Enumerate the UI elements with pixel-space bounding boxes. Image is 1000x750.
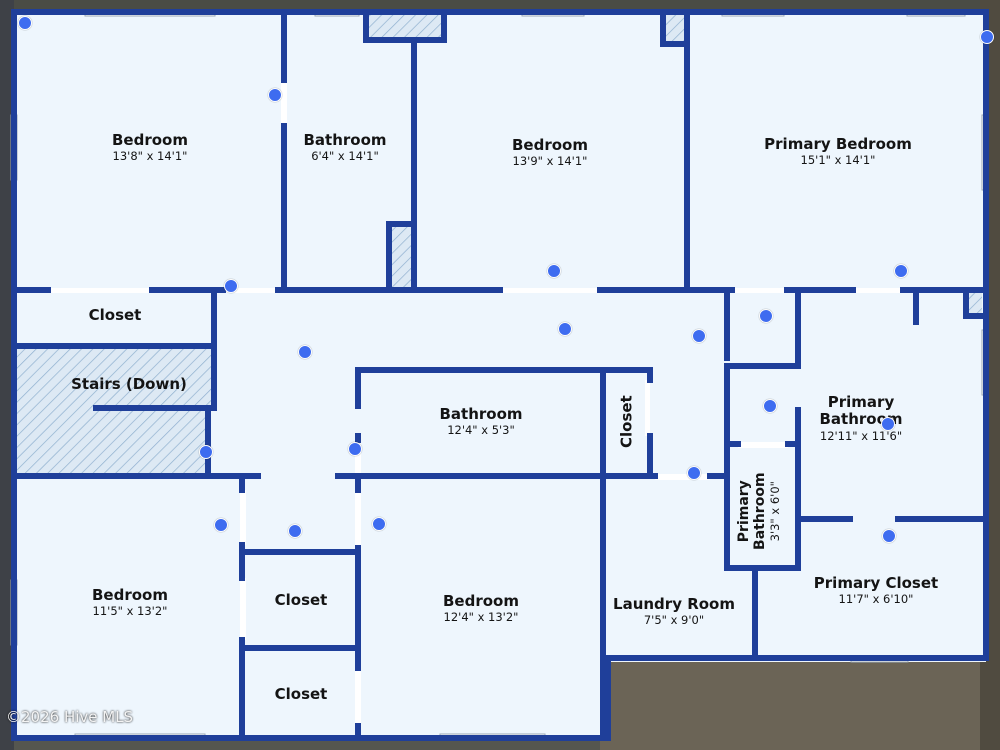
room-closet-south-1: Closet <box>256 591 346 609</box>
photo-marker[interactable] <box>348 442 362 456</box>
room-name: Bathroom <box>303 131 387 149</box>
room-dimensions: 12'4" x 13'2" <box>443 610 519 625</box>
photo-marker[interactable] <box>268 88 282 102</box>
room-name: Closet <box>274 591 328 609</box>
photo-marker[interactable] <box>298 345 312 359</box>
room-name: Closet <box>274 685 328 703</box>
room-dimensions: 11'7" x 6'10" <box>838 592 914 607</box>
shaft-hatch-2 <box>666 15 684 42</box>
room-name: Bathroom <box>439 405 523 423</box>
photo-marker[interactable] <box>980 30 994 44</box>
room-name: Bedroom <box>443 592 519 610</box>
room-name: Bedroom <box>512 136 588 154</box>
room-dimensions: 15'1" x 14'1" <box>800 153 876 168</box>
room-name: Primary Bathroom <box>735 472 768 550</box>
room-bathroom-center: Bathroom 12'4" x 5'3" <box>410 405 552 438</box>
photo-marker[interactable] <box>894 264 908 278</box>
room-primary-bathroom: Primary Bathroom 12'11" x 11'6" <box>806 393 916 443</box>
shaft-hatch-1 <box>369 15 442 38</box>
room-bedroom-nw: Bedroom 13'8" x 14'1" <box>70 131 230 164</box>
room-dimensions: 3'3" x 6'0" <box>767 481 782 542</box>
room-bedroom-north: Bedroom 13'9" x 14'1" <box>470 136 630 169</box>
room-closet-center: Closet <box>617 382 636 462</box>
room-stairs: Stairs (Down) <box>54 375 204 393</box>
room-closet-west: Closet <box>60 306 170 324</box>
hatched-areas <box>17 15 982 476</box>
room-bathroom-north: Bathroom 6'4" x 14'1" <box>295 131 395 164</box>
photo-marker[interactable] <box>288 524 302 538</box>
room-name: Primary Bedroom <box>764 135 912 153</box>
room-dimensions: 13'9" x 14'1" <box>512 154 588 169</box>
photo-marker[interactable] <box>224 279 238 293</box>
room-primary-bathroom-small: Primary Bathroom 3'3" x 6'0" <box>736 455 782 567</box>
room-name: Bedroom <box>112 131 188 149</box>
photo-marker[interactable] <box>763 399 777 413</box>
photo-marker[interactable] <box>199 445 213 459</box>
shaft-hatch-4 <box>968 293 982 313</box>
room-name: Closet <box>617 395 636 448</box>
room-bedroom-south: Bedroom 12'4" x 13'2" <box>411 592 551 625</box>
room-closet-south-2: Closet <box>256 685 346 703</box>
photo-marker[interactable] <box>18 16 32 30</box>
room-dimensions: 12'4" x 5'3" <box>447 423 515 438</box>
photo-marker[interactable] <box>881 417 895 431</box>
photo-marker[interactable] <box>558 322 572 336</box>
room-dimensions: 12'11" x 11'6" <box>819 428 903 443</box>
photo-marker[interactable] <box>547 264 561 278</box>
photo-marker[interactable] <box>372 517 386 531</box>
room-name: Closet <box>88 306 142 324</box>
photo-marker[interactable] <box>214 518 228 532</box>
room-primary-closet: Primary Closet 11'7" x 6'10" <box>806 574 946 607</box>
walls <box>11 9 989 741</box>
room-dimensions: 7'5" x 9'0" <box>643 613 705 628</box>
photo-marker[interactable] <box>882 529 896 543</box>
copyright-notice: ©2026 Hive MLS <box>6 708 134 726</box>
room-dimensions: 13'8" x 14'1" <box>112 149 188 164</box>
floor-area <box>14 12 986 738</box>
photo-marker[interactable] <box>692 329 706 343</box>
photo-marker[interactable] <box>687 466 701 480</box>
stairs-hatch <box>17 349 211 476</box>
room-name: Bedroom <box>92 586 168 604</box>
room-name: Primary Bathroom <box>819 393 903 429</box>
room-name: Stairs (Down) <box>71 375 187 393</box>
room-bedroom-sw: Bedroom 11'5" x 13'2" <box>60 586 200 619</box>
room-dimensions: 11'5" x 13'2" <box>92 604 168 619</box>
room-primary-bedroom: Primary Bedroom 15'1" x 14'1" <box>748 135 928 168</box>
room-dimensions: 6'4" x 14'1" <box>311 149 379 164</box>
room-name: Primary Closet <box>813 574 939 592</box>
room-laundry: Laundry Room 7'5" x 9'0" <box>610 595 738 628</box>
photo-marker[interactable] <box>759 309 773 323</box>
room-name: Laundry Room <box>613 595 735 613</box>
shaft-hatch-3 <box>391 225 412 290</box>
